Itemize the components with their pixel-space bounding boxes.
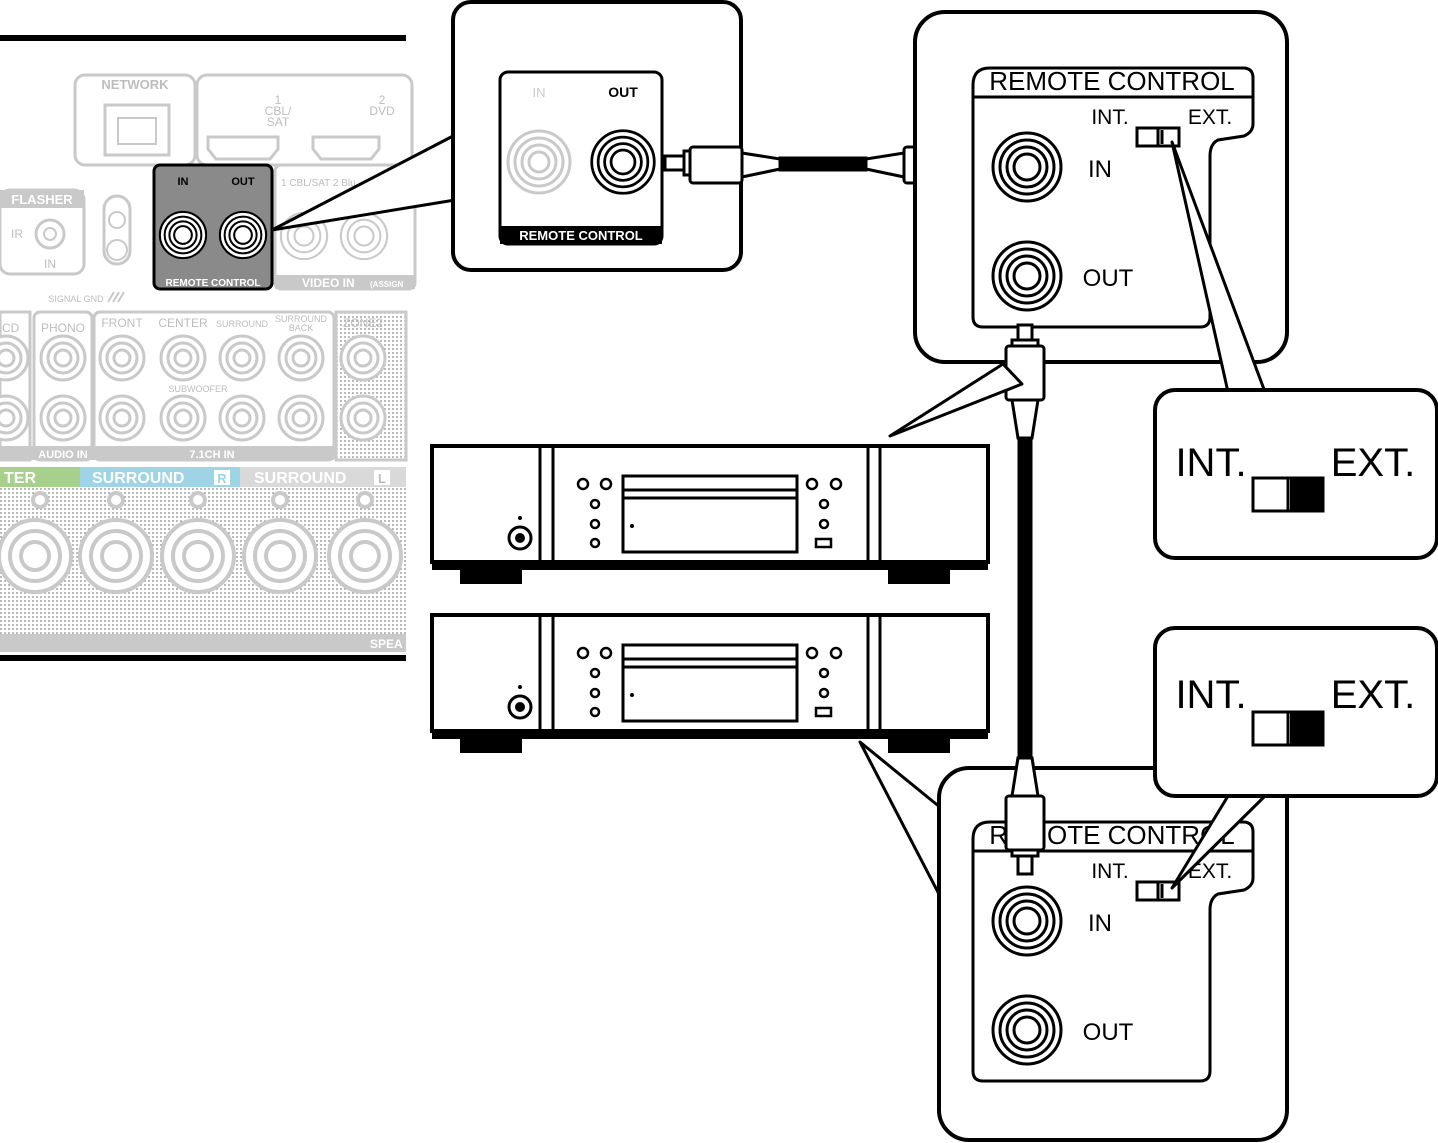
surround-back-label-1: SURROUND: [275, 314, 328, 324]
hdmi1-port-icon: [206, 135, 280, 161]
top-panel-title: REMOTE CONTROL: [989, 66, 1235, 96]
71ch-in-label: 7.1CH IN: [189, 449, 234, 461]
player-unit-bottom: [430, 613, 990, 753]
bottom-panel-in-label: IN: [1088, 910, 1112, 937]
subwoofer-label: SUBWOOFER: [168, 384, 228, 394]
cd-label: CD: [2, 321, 20, 335]
hdmi1-label-line2: SAT: [267, 115, 290, 129]
receiver-zoom-box: IN OUT REMOTE CONTROL: [451, 0, 743, 272]
hdmi1-number: 1: [275, 93, 282, 107]
surround-label: SURROUND: [216, 319, 269, 329]
callout-top-int-label: INT.: [1175, 441, 1246, 485]
center-label: CENTER: [158, 316, 208, 330]
hdmi2-label: DVD: [369, 104, 395, 118]
top-panel-ext-label: EXT.: [1188, 106, 1232, 129]
surround-r-band: [80, 467, 240, 487]
zoom-in-label: IN: [533, 85, 546, 100]
receiver-rear-panel: NETWORK 1 CBL/ SAT 2 DVD FLASHER IR IN S…: [0, 35, 417, 661]
ir-jack-icon: [34, 218, 66, 250]
surround-l-band: [240, 467, 406, 487]
callout-bottom-ext-label: EXT.: [1331, 673, 1415, 717]
speaker-center-label: TER: [4, 470, 36, 487]
vertical-cable-wire: [1019, 438, 1031, 758]
top-panel-in-jack-icon: [991, 131, 1063, 203]
network-label: NETWORK: [101, 77, 169, 92]
zoom-rc-label: REMOTE CONTROL: [519, 228, 643, 243]
rca-plug-bottom-overlay: [1004, 756, 1046, 876]
top-panel-in-label: IN: [1088, 156, 1112, 183]
flasher-label: FLASHER: [11, 192, 73, 207]
receiver-rc-out-jack-icon: [218, 210, 268, 260]
zoom-out-label: OUT: [608, 84, 638, 100]
callout-bottom-int-label: INT.: [1175, 673, 1246, 717]
speakers-label: SPEA: [370, 637, 403, 651]
hdmi1-label-line1: CBL/: [265, 104, 292, 118]
video-in-jack-2-icon: [339, 211, 389, 261]
video-in-input-labels: 1 CBL/SAT 2 Blu: [281, 178, 356, 189]
center-band: [0, 467, 80, 487]
speaker-r-badge: R: [217, 471, 227, 486]
bottom-device-callout-wedge: [858, 740, 943, 900]
video-in-suffix: (ASSIGN: [370, 280, 404, 289]
receiver-rc-in-label: IN: [178, 176, 189, 188]
top-panel-out-label: OUT: [1083, 265, 1134, 292]
bottom-panel-ext-label: EXT.: [1188, 860, 1232, 883]
switch-callout-top: INT. EXT.: [1153, 388, 1438, 560]
surround-back-label-2: BACK: [289, 323, 314, 333]
player-unit-top: [430, 444, 990, 584]
ethernet-port-icon: [103, 103, 171, 157]
ir-label: IR: [11, 227, 23, 241]
speaker-surround-r-label: SURROUND: [92, 470, 184, 487]
callout-bottom-switch-icon: [1251, 710, 1325, 747]
bottom-panel-out-label: OUT: [1083, 1019, 1134, 1046]
front-label: FRONT: [101, 316, 143, 330]
hdmi-area-frame: [195, 73, 414, 167]
device-panel-top: REMOTE CONTROL INT. EXT. IN OUT: [913, 10, 1289, 364]
zoom-in-jack-icon: [506, 129, 572, 195]
audio-in-label: AUDIO IN: [38, 449, 88, 461]
bottom-panel-int-label: INT.: [1091, 860, 1128, 883]
receiver-rc-in-jack-icon: [158, 210, 208, 260]
speaker-surround-l-label: SURROUND: [254, 470, 346, 487]
hdmi2-port-icon: [311, 135, 381, 161]
callout-top-ext-label: EXT.: [1331, 441, 1415, 485]
bottom-panel-switch-icon: [1135, 880, 1181, 902]
bottom-panel-in-jack-icon: [991, 885, 1063, 957]
phono-label: PHONO: [41, 321, 85, 335]
speaker-binding-posts: [0, 491, 403, 594]
switch-callout-bottom: INT. EXT.: [1153, 626, 1438, 798]
hdmi2-number: 2: [379, 93, 386, 107]
speaker-l-badge: L: [378, 471, 386, 486]
receiver-rc-label: REMOTE CONTROL: [166, 278, 261, 289]
top-device-callout-wedge: [888, 362, 1024, 438]
flasher-in-label: IN: [44, 257, 56, 271]
zone2-label: ZONE2: [343, 316, 383, 330]
top-panel-int-label: INT.: [1091, 106, 1128, 129]
video-in-label: VIDEO IN: [302, 276, 355, 290]
signal-gnd-terminal-icon: [102, 194, 132, 266]
callout-top-switch-icon: [1251, 476, 1325, 513]
bottom-panel-out-jack-icon: [991, 994, 1063, 1066]
signal-gnd-label: SIGNAL GND: [48, 294, 104, 304]
top-panel-switch-icon: [1135, 126, 1181, 148]
receiver-rc-out-label: OUT: [231, 176, 255, 188]
zoom-out-jack-icon: [590, 129, 656, 195]
top-panel-out-jack-icon: [991, 240, 1063, 312]
